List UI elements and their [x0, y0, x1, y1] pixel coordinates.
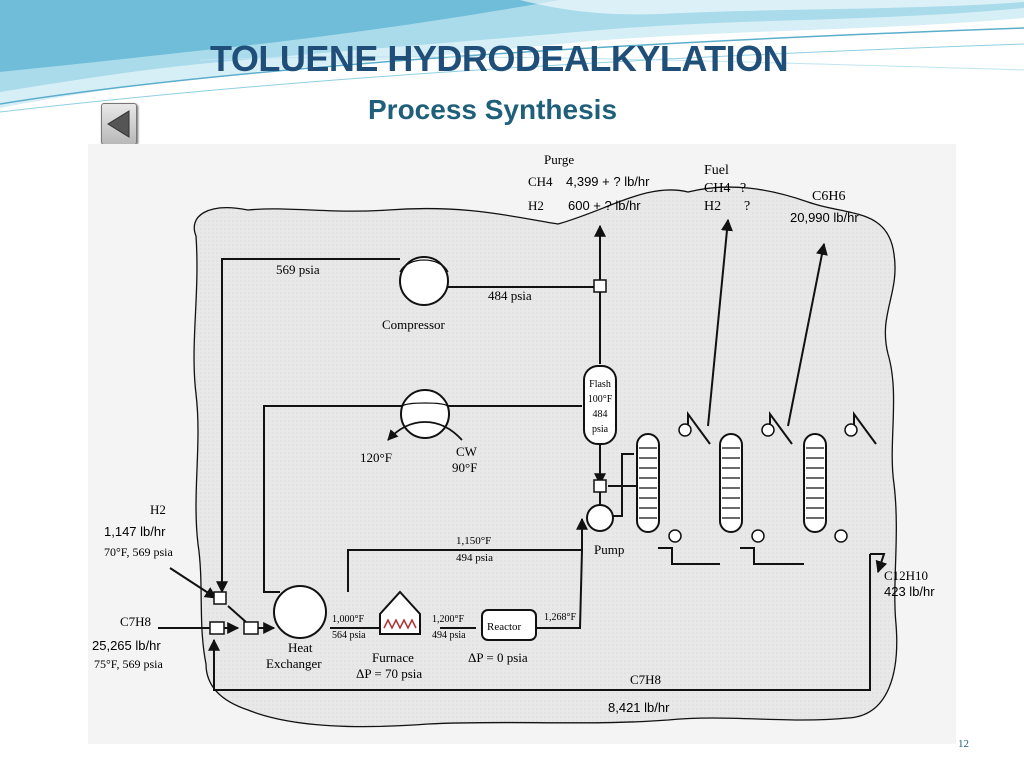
fuel-title: Fuel	[704, 163, 729, 178]
fuel-ch4-label: CH4	[704, 181, 730, 196]
mix-tee-icon	[243, 621, 259, 635]
h2-feed-label: H2	[150, 502, 166, 517]
condenser-2-icon	[761, 423, 775, 437]
reactor-out-temp: 1,268°F	[544, 612, 576, 623]
condenser-1-icon	[678, 423, 692, 437]
column-2-icon	[719, 433, 743, 533]
h2-feed-flow: 1,147 lb/hr	[104, 524, 166, 539]
process-flow-diagram: Purge CH4 4,399 + ? lb/hr H2 600 + ? lb/…	[88, 144, 956, 744]
cooler-temp: 120°F	[360, 450, 392, 465]
page-number: 12	[958, 738, 969, 750]
hx-out-pressure: 564 psia	[332, 630, 366, 641]
toluene-feed-label: C7H8	[120, 614, 151, 629]
reboiler-2-icon	[751, 529, 765, 543]
flash-line1: Flash	[589, 379, 611, 390]
reboiler-1-icon	[668, 529, 682, 543]
compressor-outlet-pressure: 484 psia	[488, 288, 532, 303]
flash-drum-icon	[583, 365, 617, 445]
purge-ch4-value: 4,399 + ? lb/hr	[566, 174, 650, 189]
heat-exchanger-label-2: Exchanger	[266, 656, 322, 671]
toluene-feed-flow: 25,265 lb/hr	[92, 638, 161, 653]
h2-tee-icon	[213, 591, 227, 605]
flash-tee-icon	[593, 479, 607, 493]
diphenyl-value: 423 lb/hr	[884, 584, 935, 599]
triangle-left-icon	[107, 110, 130, 138]
flash-line4: psia	[592, 424, 609, 435]
toluene-feed-conditions: 75°F, 569 psia	[94, 657, 164, 671]
toluene-recycle-label: C7H8	[630, 672, 661, 687]
reboiler-3-icon	[834, 529, 848, 543]
slide-title: TOLUENE HYDRODEALKYLATION	[210, 38, 789, 79]
purge-title: Purge	[544, 152, 574, 167]
cw-label: CW	[456, 444, 478, 459]
reactor-label: Reactor	[487, 621, 522, 633]
condenser-3-icon	[844, 423, 858, 437]
reactor-dp: ΔP = 0 psia	[468, 650, 528, 665]
recycle-pressure: 569 psia	[276, 262, 320, 277]
h2-feed-conditions: 70°F, 569 psia	[104, 545, 174, 559]
purge-h2-label: H2	[528, 198, 544, 213]
pump-label: Pump	[594, 542, 624, 557]
furnace-dp: ΔP = 70 psia	[356, 666, 422, 681]
hx-out-temp: 1,000°F	[332, 614, 364, 625]
header-wave-background	[0, 0, 1024, 113]
column-3-icon	[803, 433, 827, 533]
cw-temp: 90°F	[452, 460, 477, 475]
furnace-label: Furnace	[372, 650, 414, 665]
fuel-ch4-value: ?	[740, 181, 746, 196]
effluent-temp: 1,150°F	[456, 535, 491, 547]
compressor-icon	[399, 256, 449, 306]
purge-h2-value: 600 + ? lb/hr	[568, 198, 641, 213]
furnace-out-temp: 1,200°F	[432, 614, 464, 625]
diphenyl-label: C12H10	[884, 568, 928, 583]
column-1-icon	[636, 433, 660, 533]
purge-ch4-label: CH4	[528, 174, 553, 189]
toluene-recycle-value: 8,421 lb/hr	[608, 700, 670, 715]
heat-exchanger-label-1: Heat	[288, 640, 313, 655]
fuel-h2-value: ?	[744, 199, 750, 214]
pump-icon	[586, 504, 614, 532]
benzene-value: 20,990 lb/hr	[790, 210, 859, 225]
back-button[interactable]	[101, 103, 137, 145]
compressor-label: Compressor	[382, 317, 446, 332]
fuel-h2-label: H2	[704, 199, 721, 214]
cooler-icon	[400, 389, 450, 439]
slide-subtitle: Process Synthesis	[368, 94, 618, 125]
effluent-pressure: 494 psia	[456, 552, 493, 564]
benzene-label: C6H6	[812, 189, 845, 204]
purge-tee-icon	[593, 279, 607, 293]
process-boundary	[193, 186, 898, 728]
reactor-icon	[481, 609, 537, 641]
furnace-out-pressure: 494 psia	[432, 630, 466, 641]
flash-line3: 484	[593, 409, 608, 420]
heat-exchanger-icon	[273, 585, 327, 639]
flash-line2: 100°F	[588, 394, 613, 405]
feed-tee-icon	[209, 621, 225, 635]
